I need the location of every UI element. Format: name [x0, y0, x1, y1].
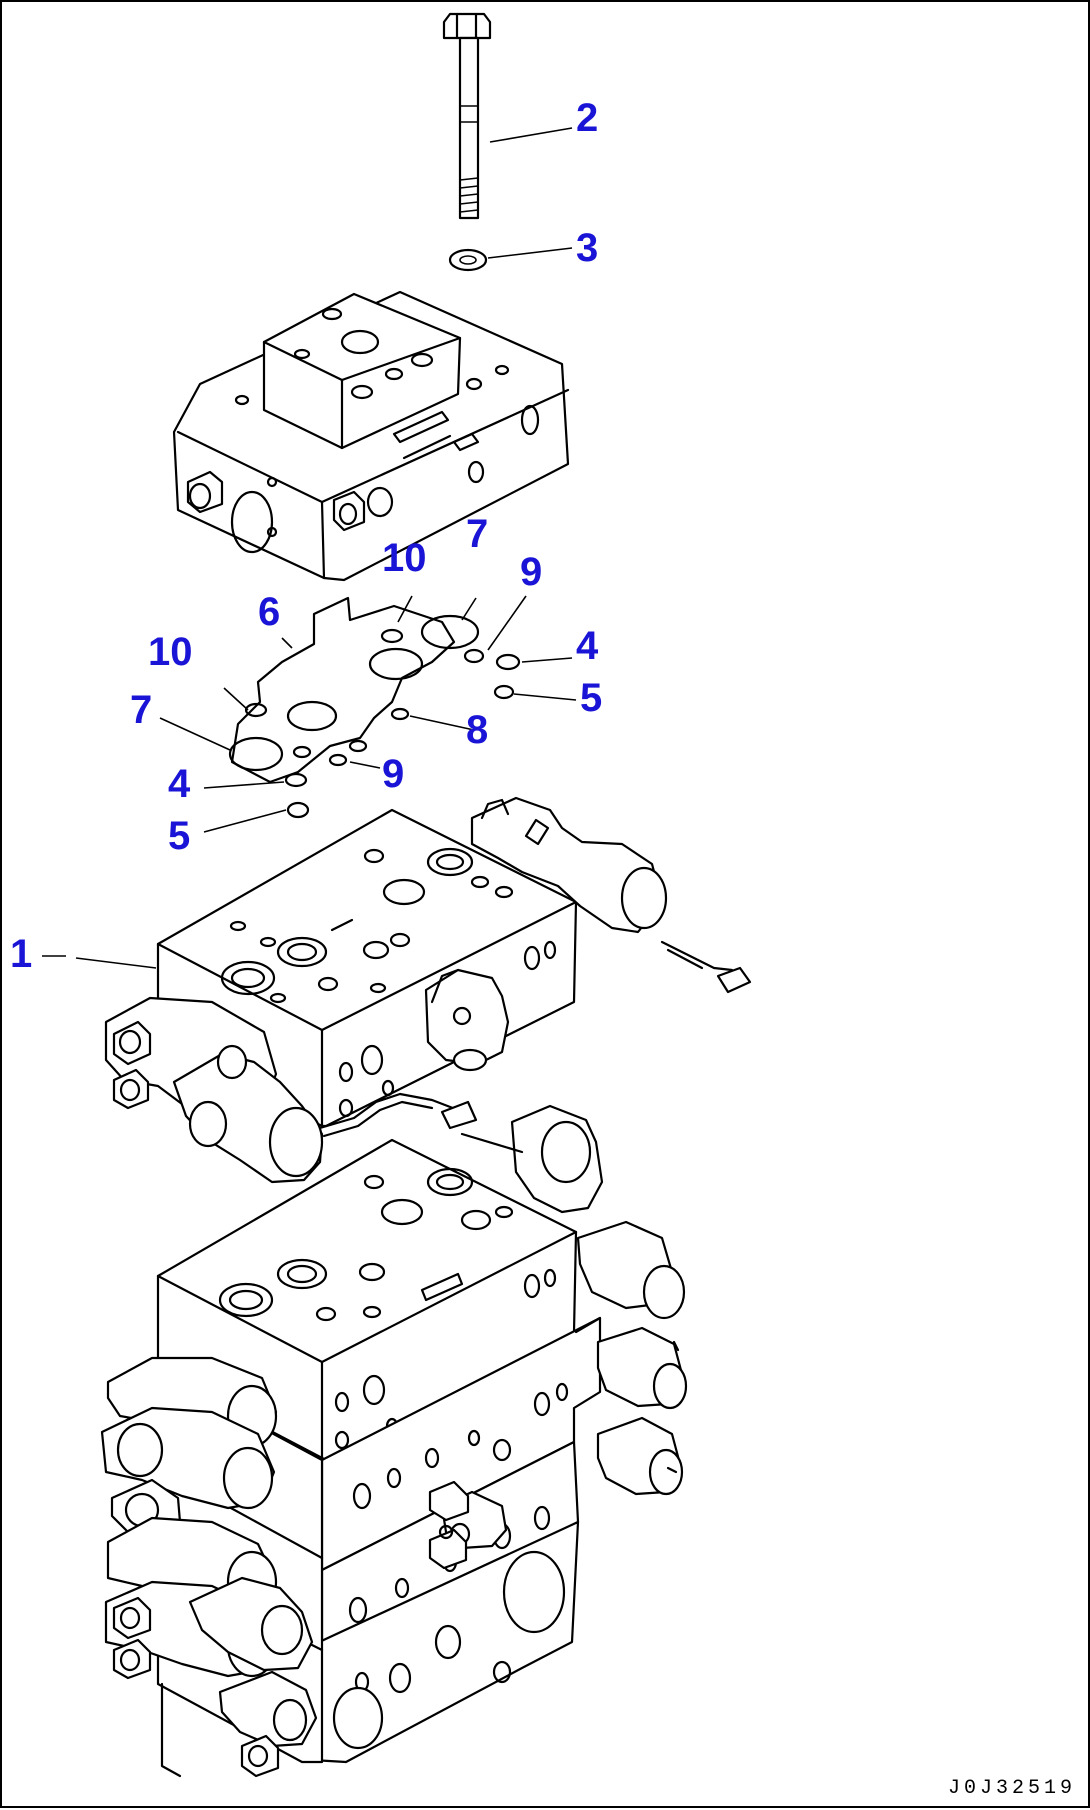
callout-10-upper: 10: [382, 536, 427, 580]
callout-2: 2: [576, 96, 599, 140]
callout-7-upper: 7: [466, 512, 489, 556]
callout-4-left: 4: [168, 762, 191, 806]
callout-5-left: 5: [168, 814, 191, 858]
callout-6: 6: [258, 590, 281, 634]
seal-rings: [228, 614, 521, 819]
gasket-part: [230, 596, 456, 784]
leader-lines: [42, 127, 577, 969]
callout-3: 3: [576, 226, 599, 270]
callout-7-lower: 7: [130, 688, 153, 732]
top-cover-block: [172, 290, 570, 582]
callout-9-upper: 9: [520, 550, 543, 594]
solenoid-assemblies-lower: [100, 1104, 688, 1778]
callout-9-lower: 9: [382, 752, 405, 796]
callout-5-right: 5: [580, 676, 603, 720]
callout-4-right: 4: [576, 624, 599, 668]
bolt-part: [442, 12, 492, 220]
washer-part: [448, 248, 488, 272]
callout-1: 1: [10, 932, 33, 976]
callout-8: 8: [466, 708, 489, 752]
callout-10-lower: 10: [148, 630, 193, 674]
solenoid-assemblies-upper: [104, 796, 752, 1184]
drawing-code: J0J32519: [947, 1777, 1076, 1800]
